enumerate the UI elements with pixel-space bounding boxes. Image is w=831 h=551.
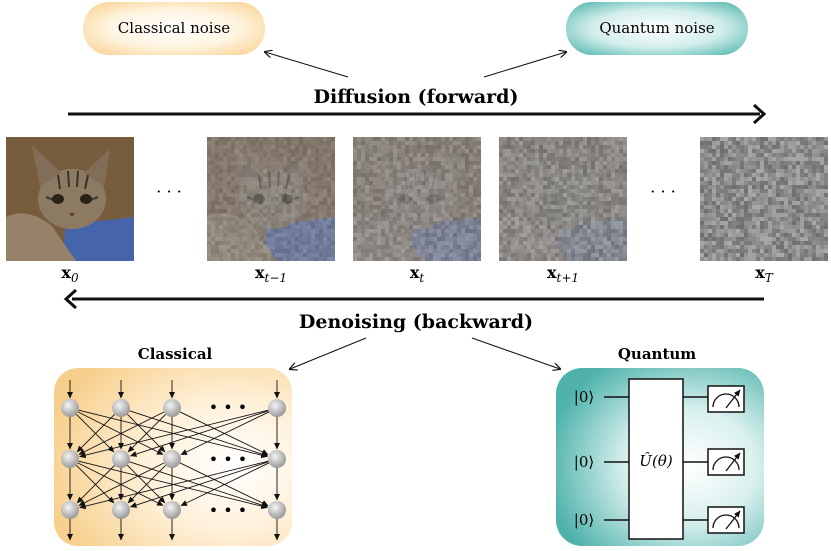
forward-arrowhead: [752, 103, 767, 125]
nn-edge-0-0-1: [76, 414, 115, 453]
nn-edge-1-3-2: [180, 462, 270, 507]
measurement-meter-3-icon: [707, 506, 745, 534]
nn-node-2-3: [268, 501, 286, 519]
nn-node-1-1: [112, 450, 130, 468]
frame-image-4: [700, 137, 828, 261]
nn-dots-row3: • • •: [209, 501, 247, 520]
quantum-noise-label: Quantum noise: [599, 19, 714, 37]
frame-label-4: xT: [755, 263, 774, 285]
ket-1: |0⟩: [574, 388, 594, 406]
frame-labels: x0 xt−1 xt xt+1 xT: [61, 263, 773, 285]
unitary-gate: [628, 378, 684, 540]
ellipsis-left: · · ·: [156, 182, 181, 201]
nn-edge-0-2-1: [127, 414, 166, 453]
nn-edge-0-3-1: [130, 410, 269, 457]
ket-3: |0⟩: [574, 511, 594, 529]
frame-label-1: xt−1: [255, 263, 287, 285]
nn-node-2-2: [163, 501, 181, 519]
nn-node-1-2: [163, 450, 181, 468]
frame-label-0: x0: [61, 263, 79, 285]
nn-node-0-2: [163, 399, 181, 417]
quantum-noise-pill: Quantum noise: [566, 2, 748, 55]
nn-dots-row1: • • •: [209, 398, 247, 417]
nn-edge-1-3-1: [130, 461, 269, 508]
forward-label: Diffusion (forward): [314, 86, 519, 108]
ket-2: |0⟩: [574, 453, 594, 471]
nn-node-0-0: [61, 399, 79, 417]
nn-edge-0-1-2: [127, 414, 166, 453]
backward-arrowhead: [63, 288, 78, 310]
nn-edge-1-0-1: [76, 465, 115, 504]
frame-image-0: [6, 137, 134, 261]
measurement-meter-1-icon: [707, 385, 745, 413]
frame-label-2: xt: [410, 263, 425, 285]
measurement-meter-2-icon: [707, 448, 745, 476]
neural-network: [61, 380, 286, 541]
nn-node-1-3: [268, 450, 286, 468]
nn-dots-row2: • • •: [209, 450, 247, 469]
nn-edge-0-2-0: [78, 411, 165, 455]
ellipsis-right: · · ·: [650, 182, 675, 201]
nn-edge-0-3-0: [79, 409, 269, 459]
nn-edge-1-3-0: [79, 460, 269, 510]
quantum-title: Quantum: [618, 345, 696, 363]
quantum-circuit: |0⟩ |0⟩ |0⟩ Û(θ): [574, 378, 745, 540]
nn-node-0-3: [268, 399, 286, 417]
arrow-to-classical: [290, 337, 367, 369]
nn-node-1-0: [61, 450, 79, 468]
frame-image-1: [207, 137, 335, 261]
nn-edge-0-1-0: [76, 414, 115, 453]
nn-edge-1-1-0: [76, 465, 115, 504]
arrow-to-quantum-noise: [483, 52, 566, 78]
frame-image-2: [353, 137, 481, 261]
nn-edge-0-3-2: [180, 411, 270, 456]
arrow-to-quantum: [471, 337, 560, 369]
classical-noise-pill: Classical noise: [83, 2, 265, 55]
nn-node-0-1: [112, 399, 130, 417]
image-frames: [6, 137, 828, 261]
nn-edge-1-1-2: [127, 465, 166, 504]
frame-image-3: [499, 137, 627, 261]
arrow-to-classical-noise: [265, 52, 349, 78]
nn-edge-1-2-1: [127, 465, 166, 504]
classical-noise-label: Classical noise: [118, 19, 231, 37]
frame-label-3: xt+1: [547, 263, 579, 285]
classical-title: Classical: [138, 345, 213, 363]
unitary-label: Û(θ): [639, 452, 673, 470]
backward-label: Denoising (backward): [299, 311, 533, 333]
nn-edge-1-2-0: [78, 462, 165, 506]
nn-node-2-0: [61, 501, 79, 519]
nn-node-2-1: [112, 501, 130, 519]
